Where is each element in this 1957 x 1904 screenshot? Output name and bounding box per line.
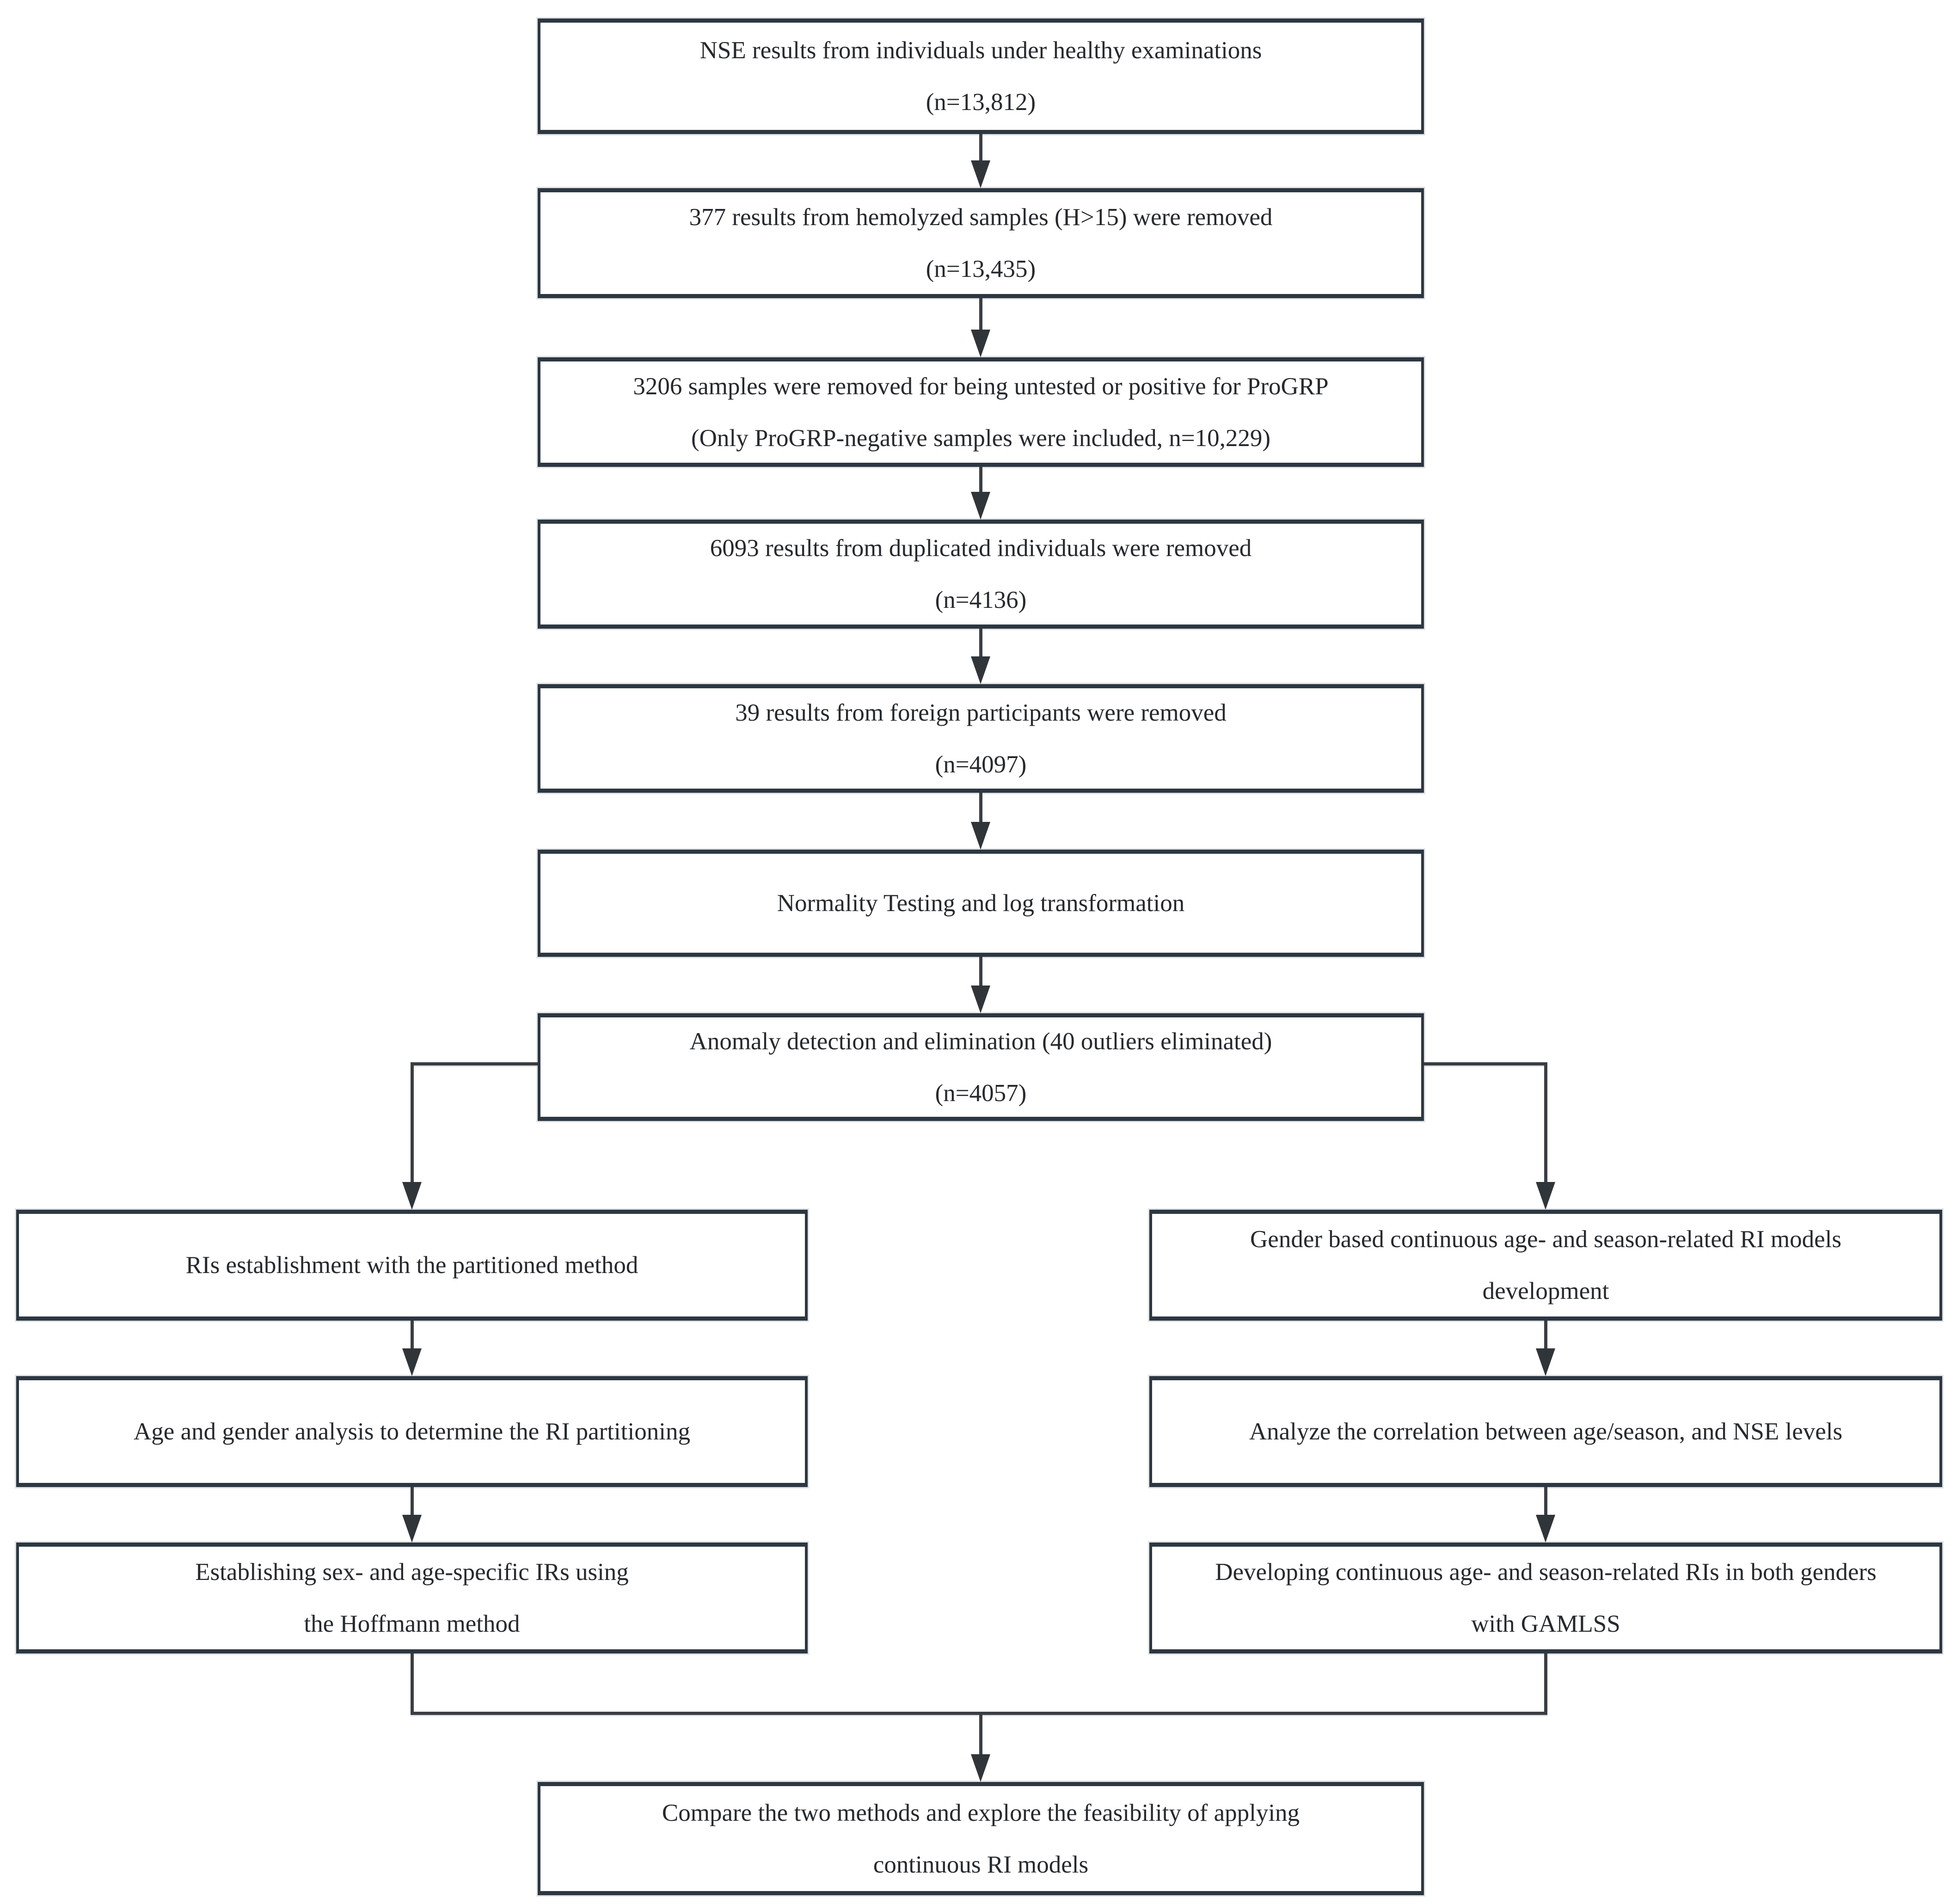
- box-text-line: Compare the two methods and explore the …: [662, 1799, 1300, 1826]
- arrow-down-icon: [1536, 1182, 1555, 1210]
- flow-box-correlation-analysis: Analyze the correlation between age/seas…: [1149, 1376, 1942, 1487]
- box-text-line: Establishing sex- and age-specific IRs u…: [195, 1559, 629, 1586]
- flow-box-age-gender-analysis: Age and gender analysis to determine the…: [16, 1376, 808, 1487]
- box-text-line: Age and gender analysis to determine the…: [134, 1418, 690, 1445]
- connector-line: [979, 629, 982, 659]
- box-text-line: 3206 samples were removed for being unte…: [633, 373, 1329, 400]
- arrow-down-icon: [402, 1515, 422, 1543]
- box-text-line: 377 results from hemolyzed samples (H>15…: [689, 204, 1273, 231]
- flow-box-gamlss-development: Developing continuous age- and season-re…: [1149, 1543, 1942, 1653]
- connector-line: [411, 1487, 414, 1517]
- box-text-line: (n=4136): [935, 587, 1027, 613]
- arrow-down-icon: [402, 1348, 422, 1376]
- box-text-line: Normality Testing and log transformation: [777, 890, 1185, 917]
- box-text-line: (Only ProGRP-negative samples were inclu…: [691, 424, 1271, 452]
- connector-line: [1544, 1653, 1547, 1715]
- box-text-line: Anomaly detection and elimination (40 ou…: [689, 1028, 1272, 1055]
- connector-line: [979, 134, 982, 163]
- flow-box-methods-comparison: Compare the two methods and explore the …: [538, 1782, 1424, 1895]
- box-text-line: (n=4097): [935, 751, 1027, 778]
- flow-box-progrp-filter: 3206 samples were removed for being unte…: [538, 357, 1424, 467]
- connector-line: [979, 467, 982, 494]
- box-text-line: with GAMLSS: [1471, 1610, 1620, 1637]
- arrow-down-icon: [971, 656, 990, 684]
- connector-line: [411, 1062, 414, 1184]
- arrow-down-icon: [971, 1754, 990, 1782]
- flow-box-duplicates-removed: 6093 results from duplicated individuals…: [538, 520, 1424, 629]
- box-text-line: (n=13,812): [926, 89, 1036, 116]
- box-text-line: (n=4057): [935, 1079, 1027, 1107]
- connector-line: [1544, 1321, 1547, 1350]
- box-text-line: RIs establishment with the partitioned m…: [185, 1252, 638, 1279]
- connector-line: [979, 298, 982, 332]
- connector-line: [1424, 1062, 1547, 1065]
- connector-line: [979, 957, 982, 988]
- box-text-line: development: [1482, 1278, 1609, 1304]
- arrow-down-icon: [1536, 1348, 1555, 1376]
- flow-box-anomaly-detection: Anomaly detection and elimination (40 ou…: [538, 1013, 1424, 1121]
- box-text-line: Developing continuous age- and season-re…: [1215, 1559, 1877, 1586]
- box-text-line: (n=13,435): [926, 256, 1036, 282]
- flow-box-hoffmann-method: Establishing sex- and age-specific IRs u…: [16, 1543, 808, 1653]
- flow-box-hemolyzed-removed: 377 results from hemolyzed samples (H>15…: [538, 188, 1424, 298]
- connector-line: [1544, 1062, 1547, 1184]
- flow-box-continuous-model-development: Gender based continuous age- and season-…: [1149, 1210, 1942, 1321]
- connector-line: [411, 1712, 1547, 1715]
- arrow-down-icon: [971, 160, 990, 188]
- box-text-line: the Hoffmann method: [304, 1610, 520, 1637]
- flow-box-healthy-examinations: NSE results from individuals under healt…: [538, 18, 1424, 134]
- arrow-down-icon: [1536, 1515, 1555, 1543]
- box-text-line: continuous RI models: [873, 1851, 1089, 1878]
- flow-box-normality-testing: Normality Testing and log transformation: [538, 850, 1424, 957]
- connector-line: [411, 1653, 414, 1715]
- arrow-down-icon: [971, 492, 990, 520]
- flow-box-foreign-removed: 39 results from foreign participants wer…: [538, 684, 1424, 793]
- box-text-line: Analyze the correlation between age/seas…: [1249, 1418, 1843, 1445]
- arrow-down-icon: [402, 1182, 422, 1210]
- connector-line: [412, 1062, 538, 1065]
- box-text-line: 39 results from foreign participants wer…: [735, 699, 1227, 726]
- arrow-down-icon: [971, 330, 990, 357]
- connector-line: [411, 1321, 414, 1350]
- connector-line: [979, 793, 982, 824]
- flow-box-partitioned-method: RIs establishment with the partitioned m…: [16, 1210, 808, 1321]
- box-text-line: NSE results from individuals under healt…: [699, 37, 1262, 64]
- box-text-line: Gender based continuous age- and season-…: [1250, 1226, 1841, 1253]
- connector-line: [1544, 1487, 1547, 1517]
- arrow-down-icon: [971, 986, 990, 1013]
- arrow-down-icon: [971, 822, 990, 850]
- connector-line: [979, 1712, 982, 1757]
- box-text-line: 6093 results from duplicated individuals…: [710, 535, 1252, 562]
